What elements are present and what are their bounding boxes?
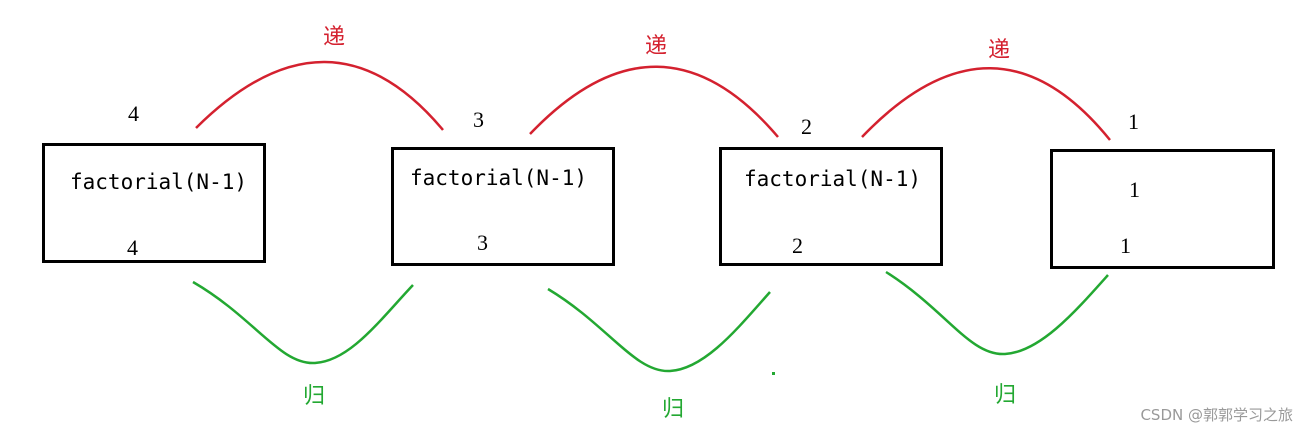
recurse-label-1: 递 — [323, 25, 346, 50]
call-box-2-label: factorial(N-1) — [410, 166, 588, 190]
call-box-1-label: factorial(N-1) — [70, 170, 248, 194]
call-box-2-top-value: 3 — [473, 107, 484, 132]
base-case-box-label: 1 — [1129, 177, 1140, 202]
call-box-1-top-value: 4 — [128, 101, 139, 126]
call-box-2 — [391, 147, 615, 266]
watermark: CSDN @郭郭学习之旅 — [1140, 406, 1293, 424]
recurse-arc-1 — [195, 60, 444, 131]
base-case-box-bottom-value: 1 — [1120, 233, 1131, 258]
call-box-1 — [42, 143, 266, 263]
call-box-1-bottom-value: 4 — [127, 235, 138, 260]
return-curve-2 — [547, 287, 771, 373]
call-box-3 — [719, 147, 943, 266]
recurse-label-3: 递 — [988, 38, 1011, 63]
stray-dot — [772, 372, 775, 375]
return-label-3: 归 — [994, 383, 1017, 408]
base-case-box — [1050, 149, 1275, 269]
call-box-2-bottom-value: 3 — [477, 230, 488, 255]
return-curve-3 — [885, 270, 1109, 356]
recurse-arc-3 — [861, 67, 1111, 141]
return-curve-1 — [192, 280, 414, 365]
recurse-label-2: 递 — [645, 34, 668, 59]
call-box-3-bottom-value: 2 — [792, 233, 803, 258]
call-box-3-top-value: 2 — [801, 114, 812, 139]
base-case-box-top-value: 1 — [1128, 109, 1139, 134]
recurse-arc-2 — [529, 65, 779, 138]
return-label-1: 归 — [303, 384, 326, 409]
call-box-3-label: factorial(N-1) — [744, 167, 922, 191]
return-label-2: 归 — [662, 397, 685, 422]
